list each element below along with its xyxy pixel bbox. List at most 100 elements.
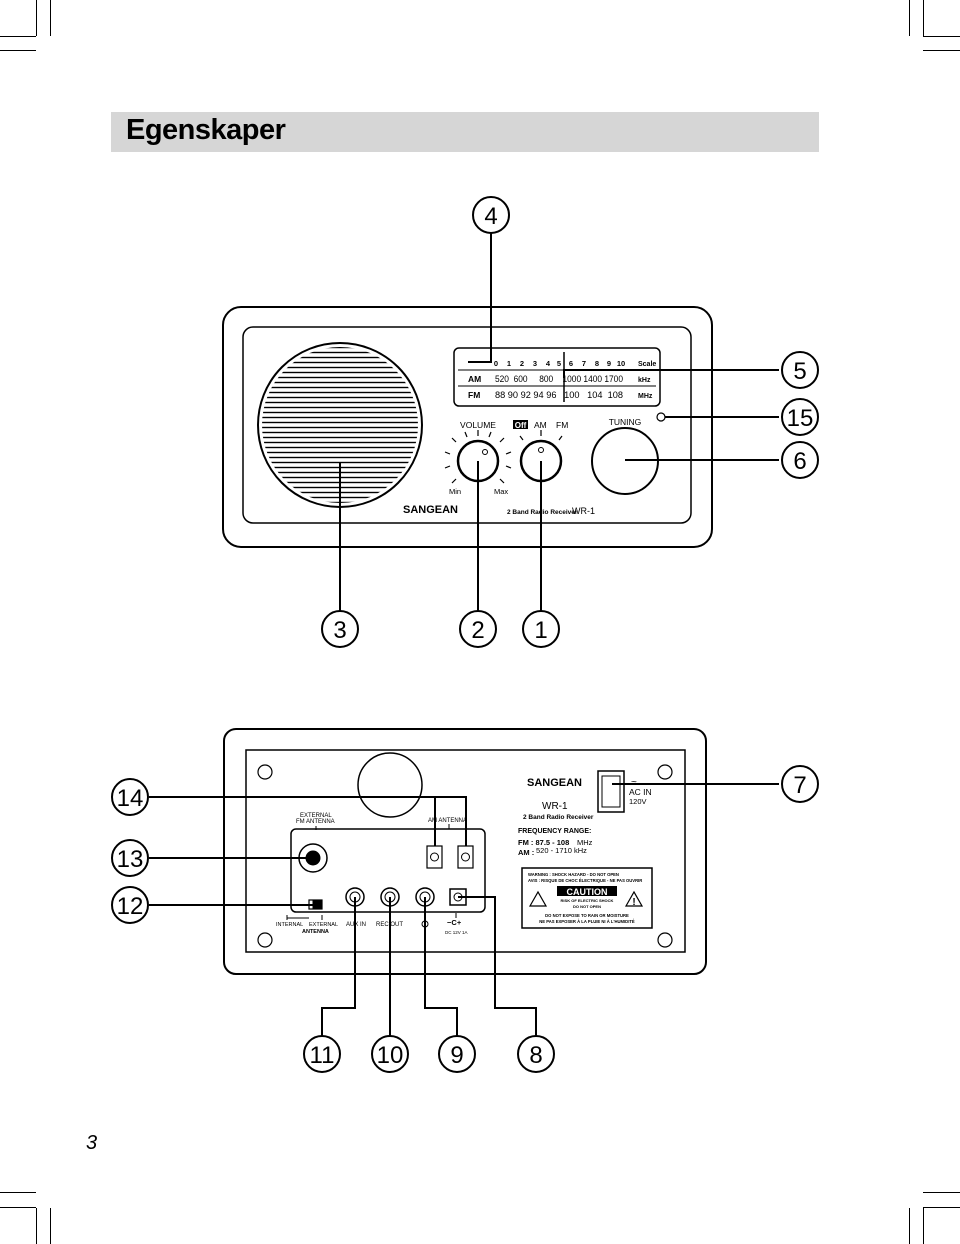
voltage-label: 120V (629, 797, 647, 806)
svg-text:1: 1 (534, 617, 547, 644)
band-scale-ticks (519, 430, 563, 441)
dial-scale-1: 1 (507, 359, 511, 368)
page-title: Egenskaper (126, 114, 286, 146)
dial-scale-10: 10 (617, 359, 625, 368)
dial-scale-0: 0 (494, 359, 498, 368)
svg-text:12: 12 (117, 893, 144, 920)
callout-11: 11 (303, 1035, 341, 1073)
ext-fm-antenna-label-2: FM ANTENNA (296, 819, 335, 825)
warning-line-2: AVIS : RISQUE DE CHOC ÉLECTRIQUE - NE PA… (528, 878, 642, 883)
am-range-label: AM : (518, 848, 534, 857)
crop-mark (923, 1208, 924, 1244)
back-view: ! (223, 728, 707, 975)
switch-position-marks (286, 824, 457, 920)
screw-hole (257, 932, 273, 948)
dial-am-unit: kHz (638, 377, 651, 384)
dc-rating-label: DC 12V 1A (445, 930, 468, 935)
back-cabinet-outer (223, 728, 707, 975)
am-antenna-label: AM ANTENNA (428, 818, 467, 824)
front-model: WR-1 (572, 506, 595, 516)
crop-mark (0, 1207, 36, 1208)
callout-2: 2 (459, 610, 497, 648)
aux-in-label: AUX IN (346, 922, 366, 928)
power-indicator-led (656, 412, 666, 422)
crop-mark (909, 1208, 910, 1244)
crop-mark (50, 1208, 51, 1244)
volume-label: VOLUME (460, 420, 496, 430)
crop-mark (923, 1207, 960, 1208)
ac-power-inlet (597, 770, 625, 813)
page-number: 3 (86, 1132, 98, 1154)
svg-text:5: 5 (793, 358, 806, 385)
front-model-desc: 2 Band Radio Receiver (507, 509, 578, 516)
ext-fm-antenna-label-1: EXTERNAL (300, 813, 332, 819)
dial-fm-values: 88 90 92 94 96 100 104 108 (495, 390, 623, 400)
dial-scale-4: 4 (546, 359, 551, 368)
dial-am-label: AM (468, 374, 481, 384)
band-fm-label: FM (556, 420, 568, 430)
ac-in-label: AC IN (629, 787, 652, 797)
svg-text:~: ~ (631, 777, 637, 788)
fm-range-unit: MHz (577, 838, 593, 847)
warning-label (521, 867, 653, 929)
off-label: Off (515, 421, 527, 430)
callout-15: 15 (781, 398, 819, 436)
callout-13: 13 (111, 839, 149, 877)
tuning-dial-window (453, 347, 661, 407)
callout-8: 8 (517, 1035, 555, 1073)
screw-hole (257, 764, 273, 780)
caution-label: CAUTION (567, 887, 608, 897)
volume-scale-ticks (444, 430, 512, 484)
crop-mark (0, 1192, 36, 1193)
back-panel (245, 749, 686, 953)
svg-text:14: 14 (117, 785, 144, 812)
external-label: EXTERNAL (309, 922, 338, 928)
crop-mark (923, 50, 960, 51)
dial-fm-label: FM (468, 390, 480, 400)
dial-fm-unit: MHz (638, 393, 653, 400)
callouts: 4 5 15 6 3 2 1 7 14 13 12 11 10 9 8 (111, 196, 819, 1073)
warning-line-4: NE PAS EXPOSER À LA PLUIE NI À L'HUMIDIT… (539, 919, 635, 924)
svg-text:4: 4 (484, 203, 497, 230)
warning-line-1: WARNING : SHOCK HAZARD - DO NOT OPEN (528, 872, 619, 877)
antenna-label: ANTENNA (302, 929, 329, 935)
callout-3: 3 (321, 610, 359, 648)
dial-scale-2: 2 (520, 359, 524, 368)
svg-text:8: 8 (529, 1042, 542, 1069)
crop-mark (0, 36, 36, 37)
exclamation-warning-icon (624, 890, 644, 907)
front-brand-logo: SANGEAN (403, 504, 458, 516)
am-antenna-terminal (457, 845, 474, 869)
warning-line-3: DO NOT EXPOSE TO RAIN OR MOISTURE (545, 913, 629, 918)
svg-text:10: 10 (377, 1042, 404, 1069)
crop-mark (923, 36, 960, 37)
callout-12: 12 (111, 886, 149, 924)
callout-6: 6 (781, 441, 819, 479)
crop-mark (36, 0, 37, 36)
screw-hole (657, 932, 673, 948)
svg-text:11: 11 (310, 1042, 335, 1069)
svg-text:7: 7 (793, 772, 806, 799)
callout-5: 5 (781, 351, 819, 389)
svg-text:−C+: −C+ (447, 918, 462, 927)
callout-14: 14 (111, 778, 149, 816)
svg-text:3: 3 (333, 617, 346, 644)
crop-mark (0, 50, 36, 51)
band-am-label: AM (534, 420, 547, 430)
crop-mark (36, 1208, 37, 1244)
dial-scale-6: 6 (569, 359, 573, 368)
svg-text:9: 9 (450, 1042, 463, 1069)
frequency-range-title: FREQUENCY RANGE: (518, 828, 591, 835)
svg-text:15: 15 (787, 405, 814, 432)
volume-min-label: Min (449, 487, 461, 496)
volume-max-label: Max (494, 487, 508, 496)
callout-4: 4 (472, 196, 510, 234)
back-model: WR-1 (542, 801, 568, 812)
leader-lines (149, 233, 779, 1040)
crop-mark (923, 0, 924, 36)
caution-sub-1: RISK OF ELECTRIC SHOCK (561, 898, 614, 903)
crop-mark (923, 1192, 960, 1193)
callout-10: 10 (371, 1035, 409, 1073)
screw-hole (657, 764, 673, 780)
front-cabinet-outer (222, 306, 713, 548)
